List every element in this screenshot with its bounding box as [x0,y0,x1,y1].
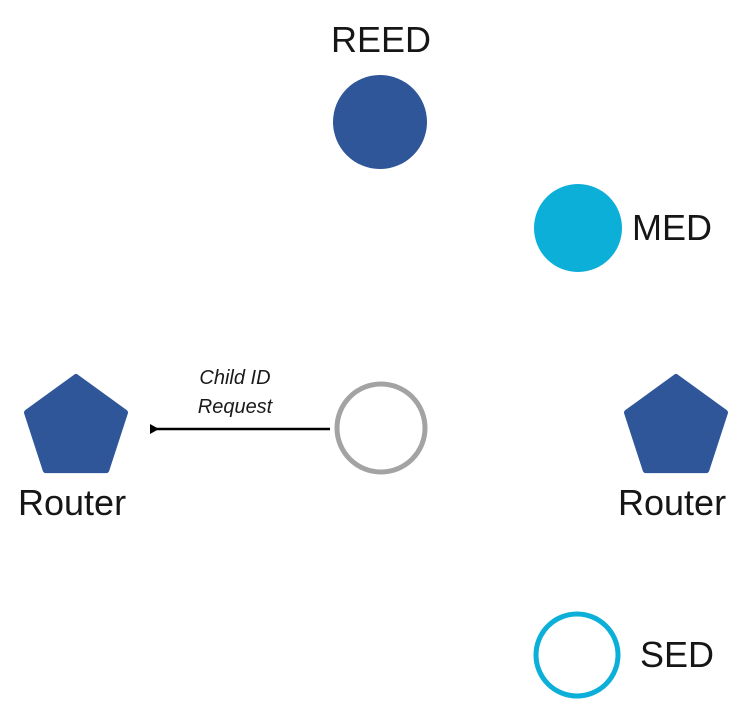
node-sed-shape[interactable] [533,611,621,699]
node-med-shape[interactable] [534,184,622,272]
edge-label-child-id-request: Child ID Request [160,364,310,422]
node-router-right-shape[interactable] [624,374,728,474]
node-label-reed: REED [331,19,432,60]
node-label-router-right: Router [618,482,727,523]
edge-label-line-2: Request [197,396,273,418]
node-label-med: MED [632,207,712,248]
edge-label-line-1: Child ID [199,367,271,389]
node-router-left-shape[interactable] [24,374,128,474]
node-reed-shape[interactable] [333,75,427,169]
node-label-router-left: Router [18,482,127,523]
node-label-sed: SED [640,634,715,675]
node-joiner-shape[interactable] [334,381,428,475]
